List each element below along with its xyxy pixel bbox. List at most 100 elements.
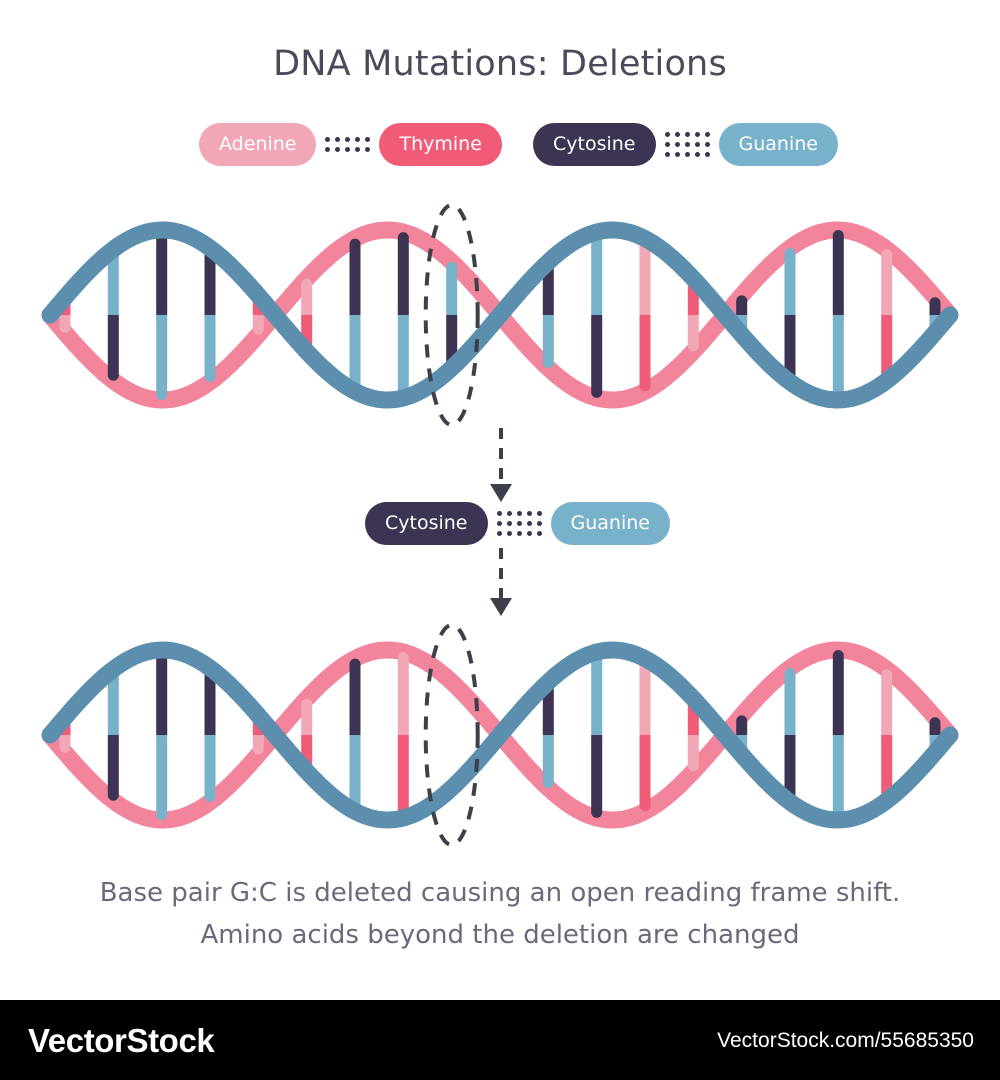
base-seam-lower [204,735,216,741]
legend-pill-adenine[interactable]: Adenine [199,122,317,166]
hydrogen-bond-dot [516,520,522,526]
base-seam-upper [156,729,168,735]
base-seam-upper [784,309,796,315]
base-pair-rung [591,232,603,398]
base-cytosine [784,315,796,382]
hydrogen-bond-dot [536,510,542,516]
hydrogen-bond-dot [674,131,680,137]
base-seam-lower [349,315,361,321]
base-seam-lower [736,315,748,321]
hydrogen-bond-dot [664,141,670,147]
base-seam-upper [252,729,264,735]
base-seam-upper [929,309,941,315]
hydrogen-bond-dot [526,510,532,516]
base-adenine [687,315,699,352]
hydrogen-bond-row [664,131,710,137]
base-seam-upper [881,309,893,315]
base-pair-rung [349,658,361,812]
deletion-highlight-oval[interactable] [423,203,480,427]
legend: Adenine Thymine Cytosine Guanine [0,122,1000,166]
base-adenine [639,238,651,315]
dna-helix-original [0,200,1000,430]
base-seam-lower [832,315,844,321]
base-seam-lower [687,315,699,321]
mid-legend-pill-guanine[interactable]: Guanine [550,501,670,545]
base-seam-upper [446,309,458,315]
base-seam-upper [301,309,313,315]
base-seam-lower [687,735,699,741]
base-seam-upper [542,729,554,735]
base-pair-rung [204,248,216,382]
base-seam-upper [59,309,71,315]
hydrogen-bond-dot [496,530,502,536]
base-pair-rung [639,658,651,812]
base-cytosine [397,232,409,315]
hydrogen-bond-dot [684,141,690,147]
base-pair-rung [397,652,409,818]
base-seam-upper [591,729,603,735]
base-seam-lower [107,315,119,321]
mid-legend-pill-cytosine[interactable]: Cytosine [365,501,488,545]
base-seam-lower [397,735,409,741]
base-guanine [204,735,216,802]
hydrogen-bond-row [325,146,371,152]
base-seam-lower [929,735,941,741]
legend-pair-cytosine-guanine: Cytosine Guanine [533,122,838,166]
base-seam-upper [204,309,216,315]
base-cytosine [204,248,216,315]
base-adenine [397,652,409,735]
base-cytosine [204,668,216,735]
hydrogen-bond-dot [664,131,670,137]
base-seam-upper [204,729,216,735]
base-seam-lower [301,735,313,741]
caption-line-2: Amino acids beyond the deletion are chan… [200,920,800,950]
base-seam-lower [639,315,651,321]
hydrogen-bond-dot [506,520,512,526]
base-seam-lower [397,315,409,321]
hydrogen-bond-dot [355,146,361,152]
base-pair-rung [832,650,844,820]
base-pair-rung [784,668,796,802]
legend-pill-thymine[interactable]: Thymine [379,122,502,166]
base-thymine [881,315,893,381]
base-cytosine [349,238,361,315]
base-adenine [881,669,893,735]
base-seam-upper [881,729,893,735]
base-adenine [301,278,313,315]
hydrogen-bond-dot [536,520,542,526]
base-seam-upper [784,729,796,735]
dna-helix-mutated [0,620,1000,850]
base-seam-lower [252,315,264,321]
footer-url: VectorStock.com/55685350 [717,1029,974,1052]
caption-line-1: Base pair G:C is deleted causing an open… [99,878,901,908]
base-guanine [156,315,168,400]
base-guanine [349,315,361,392]
base-seam-upper [687,729,699,735]
base-seam-upper [687,309,699,315]
deletion-highlight-oval[interactable] [423,623,480,847]
base-seam-lower [446,315,458,321]
hydrogen-bond-dot [694,151,700,157]
arrow-head-lower [490,598,512,616]
base-cytosine [156,230,168,315]
hydrogen-bond-row [496,520,542,526]
base-seam-lower [881,315,893,321]
base-cytosine [832,230,844,315]
base-seam-upper [736,729,748,735]
hydrogen-bond-dot [335,146,341,152]
base-guanine [832,735,844,820]
base-seam-upper [929,729,941,735]
hydrogen-bond-dot [355,136,361,142]
base-adenine [687,735,699,772]
dna-backbone-blue [41,221,959,409]
base-seam-upper [832,729,844,735]
legend-pill-cytosine[interactable]: Cytosine [533,122,656,166]
base-thymine [397,735,409,818]
base-pair-rung [784,248,796,382]
legend-pill-guanine[interactable]: Guanine [718,122,838,166]
base-guanine [156,735,168,820]
dna-backbone-blue [41,641,959,829]
hydrogen-bond-dot [345,136,351,142]
base-cytosine [591,315,603,398]
